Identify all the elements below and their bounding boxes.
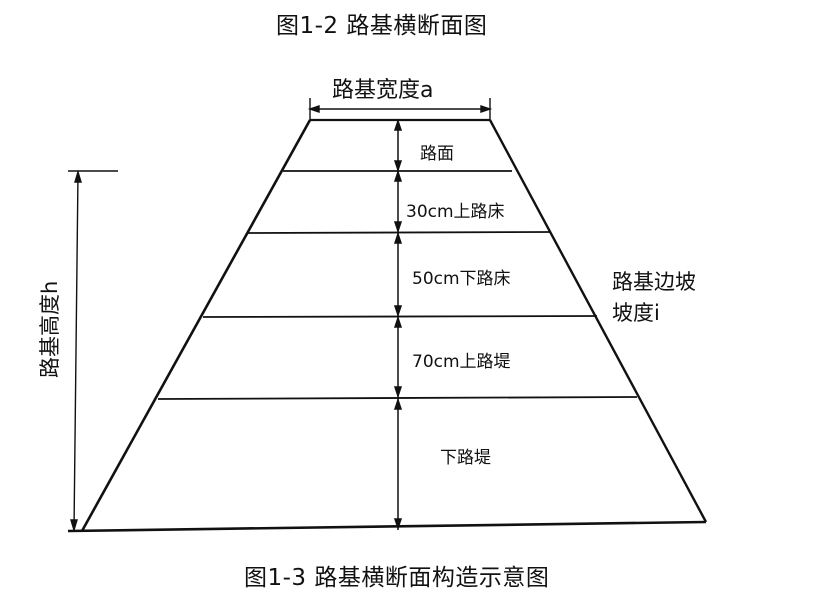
height-label: 路基高度h: [38, 280, 62, 378]
layer-label-upper-embankment: 70cm上路堤: [412, 352, 511, 372]
caption-figure-1-2: 图1-2 路基横断面图: [276, 13, 488, 39]
height-dimension: [68, 169, 118, 533]
layer-thickness-dimension: [393, 118, 403, 531]
layer-label-lower-subgrade: 50cm下路床: [412, 269, 511, 289]
slope-label-line2: 坡度i: [612, 301, 660, 325]
slope-label-line1: 路基边坡: [612, 270, 696, 294]
width-dimension: [307, 98, 493, 120]
trapezoid-outline: [67, 118, 708, 533]
width-label: 路基宽度a: [332, 78, 434, 103]
layer-label-pavement: 路面: [420, 144, 454, 164]
layer-label-upper-subgrade: 30cm上路床: [406, 202, 505, 222]
layer-label-lower-embankment: 下路堤: [440, 448, 491, 468]
caption-figure-1-3: 图1-3 路基横断面构造示意图: [244, 565, 550, 591]
